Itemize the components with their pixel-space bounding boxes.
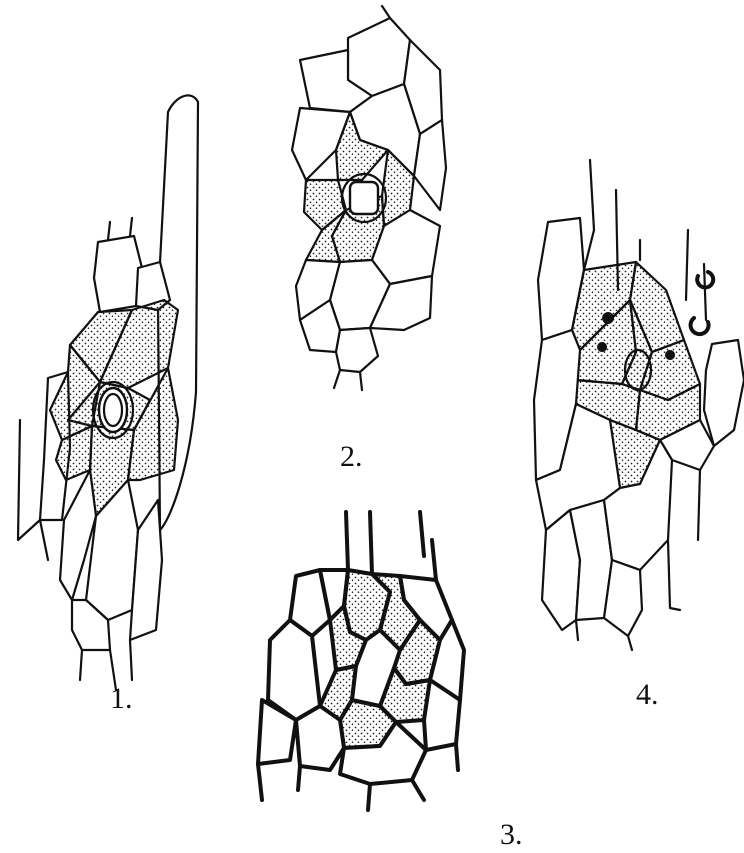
figure-1-label: 1. bbox=[110, 682, 133, 715]
figure-1-stoma bbox=[18, 95, 198, 690]
figure-4-label: 4. bbox=[636, 678, 659, 711]
figure-3-label: 3. bbox=[500, 818, 523, 851]
figure-2-label: 2. bbox=[340, 440, 363, 473]
figure-3-stoma bbox=[258, 512, 464, 810]
figure-4-stoma bbox=[534, 160, 744, 650]
figure-2-stoma: 2. bbox=[292, 6, 446, 473]
